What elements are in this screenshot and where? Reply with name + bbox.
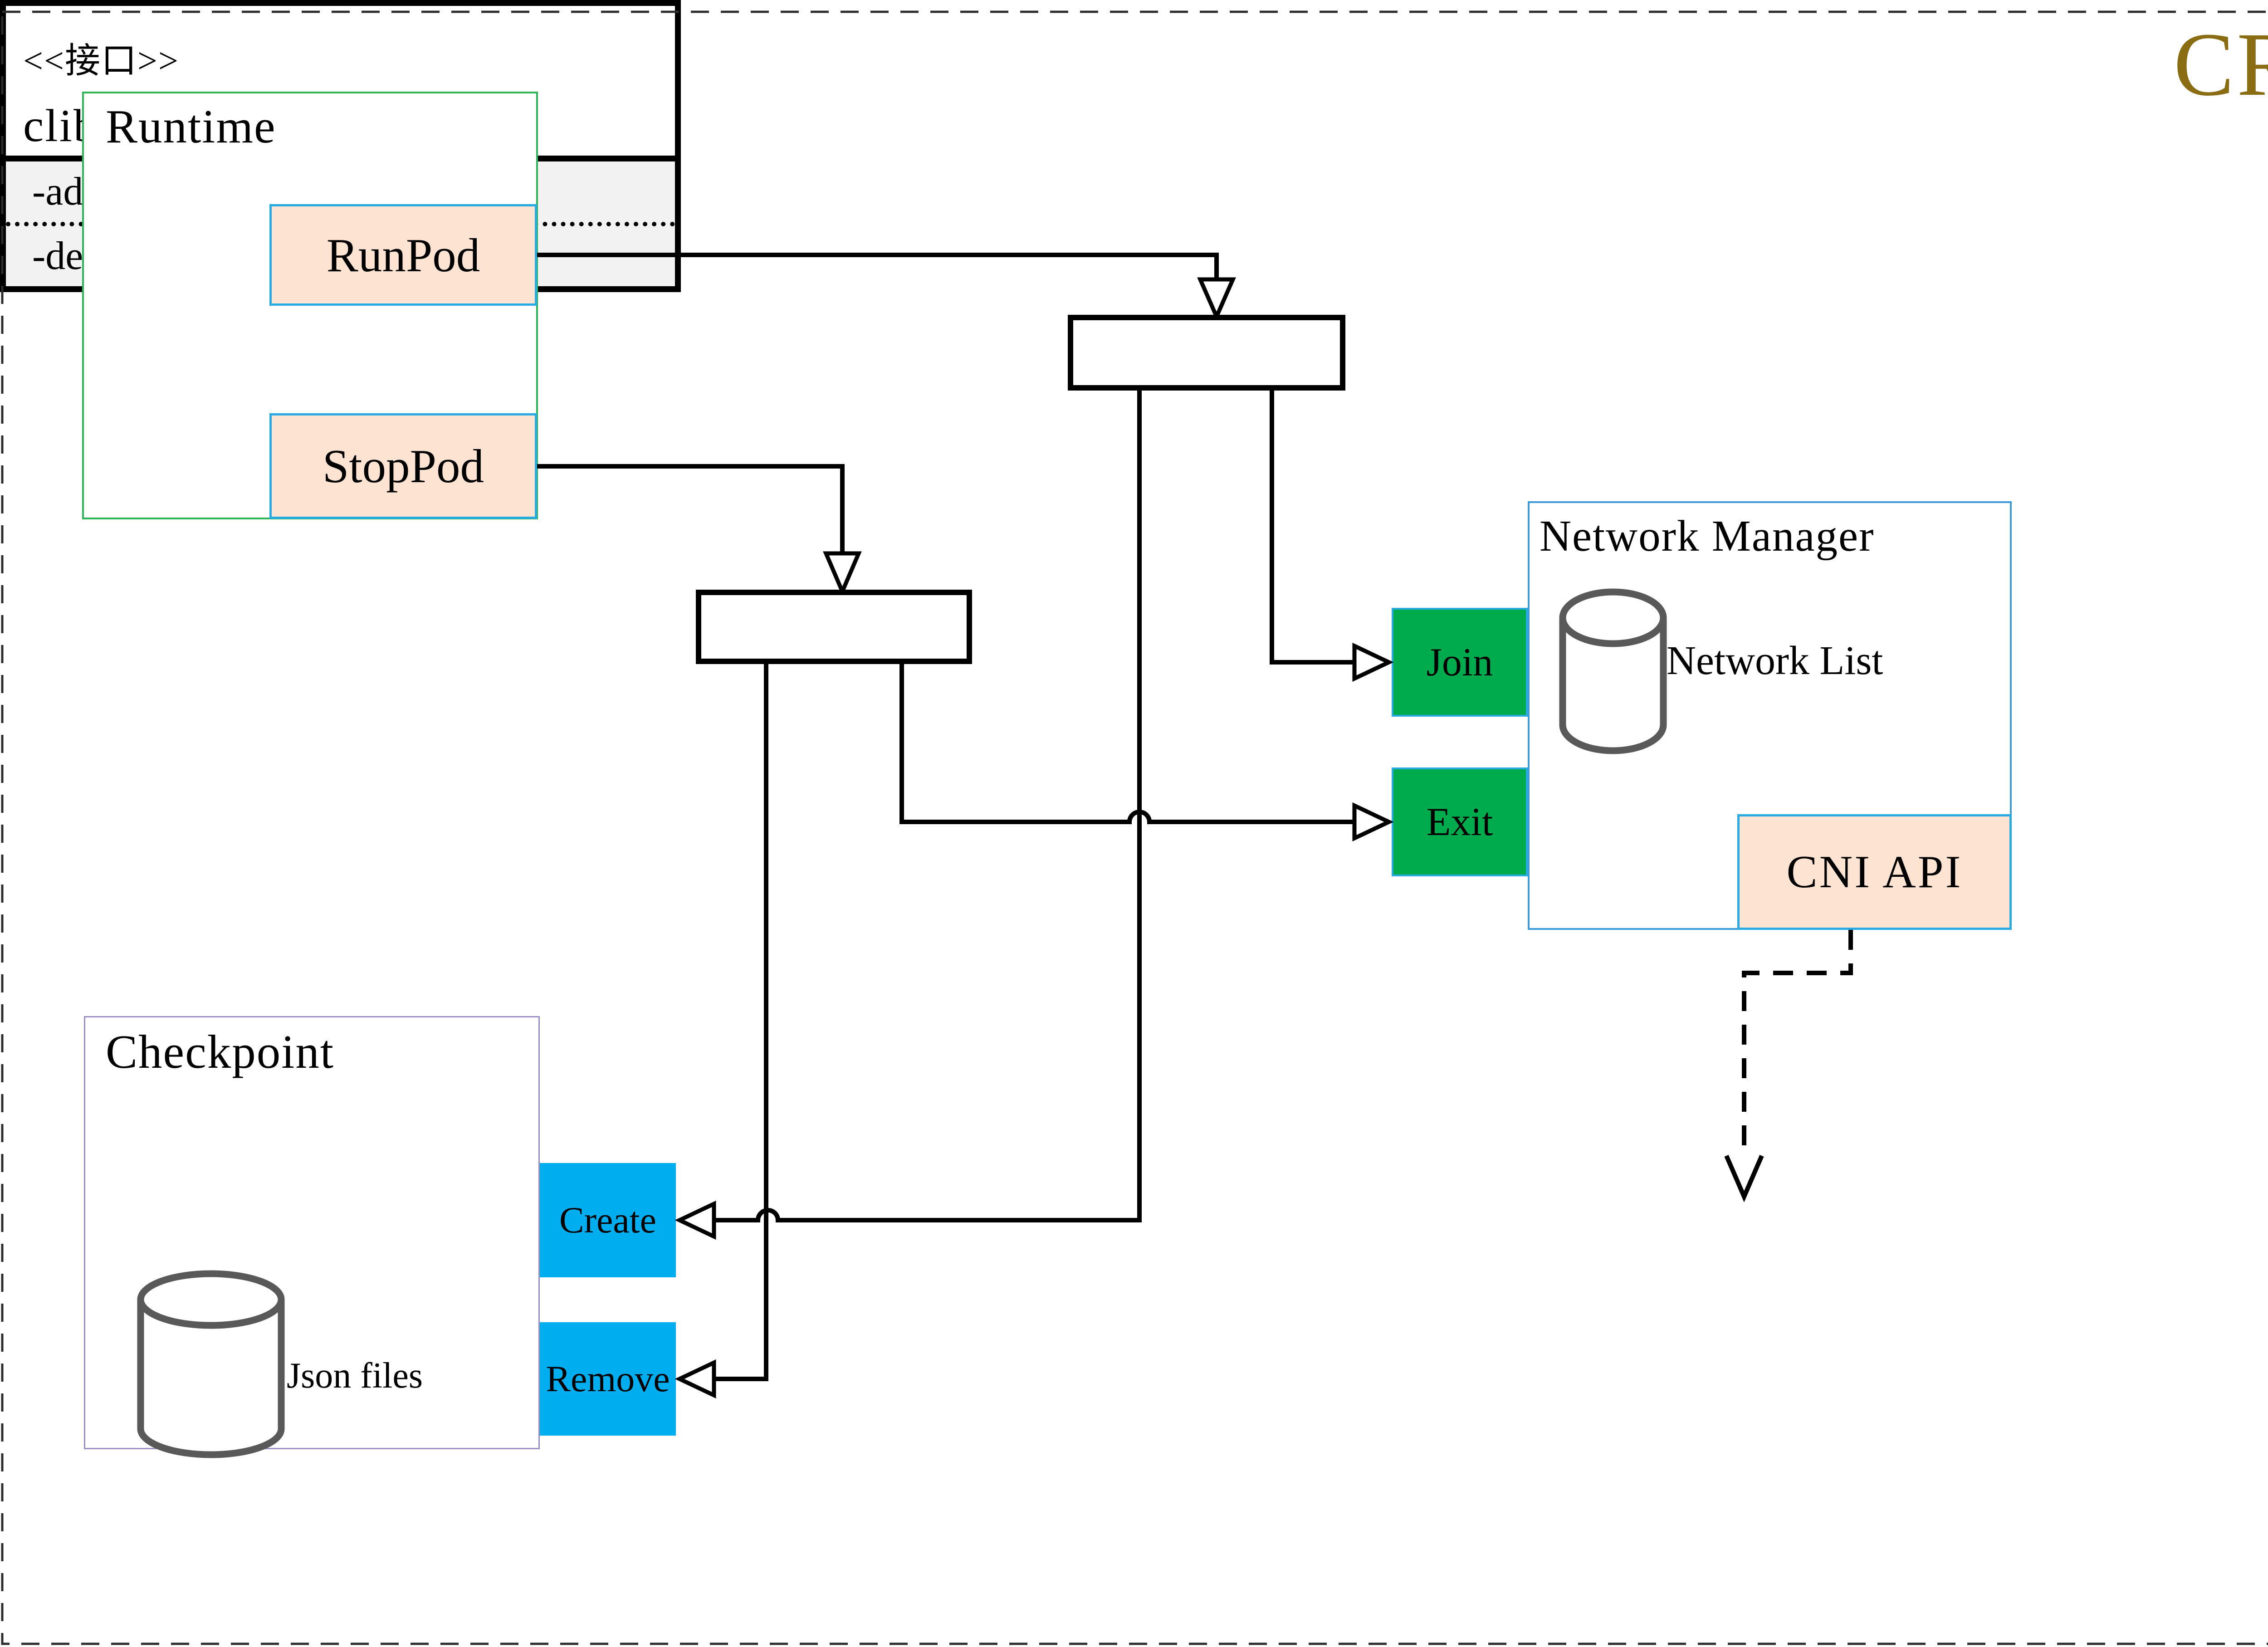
- connector-junction1-to-join: [1270, 388, 1354, 665]
- network-list-label: Network List: [1667, 638, 1883, 683]
- runpod-node: RunPod: [269, 204, 537, 306]
- dependency-cniapi-to-clibcni: [1742, 930, 1853, 1158]
- join-label: Join: [1426, 640, 1493, 684]
- checkpoint-title: Checkpoint: [106, 1025, 335, 1078]
- junction-bar-1: [1068, 315, 1345, 391]
- open-arrowhead-left-icon: [675, 1359, 716, 1399]
- stoppod-label: StopPod: [323, 440, 484, 493]
- connector-junction2-to-exit: [899, 661, 1354, 824]
- open-arrowhead-down-icon: [823, 551, 862, 597]
- connector-junction2-to-remove: [714, 661, 768, 1381]
- json-files-label: Json files: [287, 1356, 423, 1396]
- join-node: Join: [1392, 608, 1528, 717]
- network-manager-title: Network Manager: [1540, 512, 1875, 560]
- exit-label: Exit: [1426, 800, 1493, 844]
- interface-stereotype-label: <<接口>>: [23, 41, 179, 80]
- create-label: Create: [559, 1199, 656, 1241]
- runtime-title: Runtime: [106, 100, 276, 153]
- cni-api-node: CNI API: [1737, 814, 2012, 930]
- exit-node: Exit: [1392, 767, 1528, 876]
- runpod-label: RunPod: [326, 228, 480, 282]
- connector-stoppod-to-junction2: [537, 464, 845, 553]
- cri-title: CRI: [2174, 15, 2268, 115]
- remove-label: Remove: [546, 1358, 670, 1399]
- open-arrowhead-down-icon: [1197, 277, 1236, 322]
- remove-node: Remove: [540, 1322, 676, 1436]
- stoppod-node: StopPod: [269, 413, 537, 519]
- junction-bar-2: [696, 590, 972, 664]
- open-arrowhead-right-icon: [1352, 642, 1394, 682]
- cni-api-label: CNI API: [1786, 846, 1963, 898]
- dependency-arrowhead-icon: [1724, 1155, 1764, 1202]
- open-arrowhead-right-icon: [1352, 802, 1394, 842]
- open-arrowhead-left-icon: [675, 1200, 716, 1240]
- create-node: Create: [540, 1163, 676, 1277]
- connector-junction1-to-create: [714, 388, 1142, 1222]
